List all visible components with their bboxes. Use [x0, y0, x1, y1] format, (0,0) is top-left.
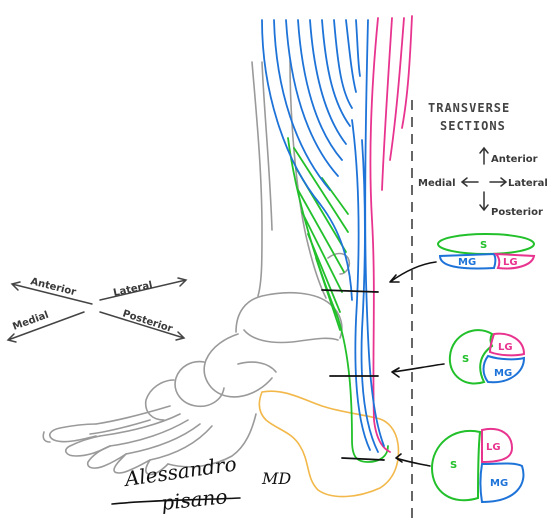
section-3-medial-gastrocnemius	[479, 462, 525, 504]
orientation-compass	[460, 146, 508, 212]
section-2-s-label: S	[462, 354, 469, 365]
signature-suffix: MD	[261, 469, 291, 488]
transverse-sections-panel: TRANSVERSE SECTIONS Anterior Medial Late…	[418, 101, 548, 218]
compass-anterior-label: Anterior	[491, 154, 538, 165]
transverse-section-3: S LG MG	[430, 428, 525, 504]
section-1-lateral-gastrocnemius	[493, 252, 536, 270]
pointer-arrows	[389, 261, 445, 467]
section-1-s-label: S	[480, 240, 487, 251]
section-3-mg-label: MG	[490, 478, 508, 489]
section-2-lg-label: LG	[498, 342, 513, 353]
section-3-s-label: S	[450, 460, 457, 471]
section-level-lines	[321, 289, 385, 461]
left-compass-lateral-label: Lateral	[112, 280, 153, 299]
left-compass-medial-label: Medial	[11, 310, 50, 333]
left-compass	[6, 277, 188, 343]
compass-posterior-label: Posterior	[491, 207, 543, 218]
panel-title-line1: TRANSVERSE	[428, 101, 510, 115]
section-3-lg-label: LG	[486, 442, 501, 453]
section-1-medial-gastrocnemius	[438, 252, 497, 270]
bone-outline	[42, 59, 351, 476]
section-2-medial-gastrocnemius	[482, 354, 526, 384]
transverse-section-1: S MG LG	[437, 233, 536, 270]
calcaneus	[258, 390, 400, 498]
muscle-fibers	[261, 15, 413, 463]
section-3-lateral-gastrocnemius	[481, 428, 514, 464]
section-1-mg-label: MG	[458, 257, 476, 268]
signature: Alessandro pisano MD	[111, 452, 291, 515]
section-2-soleus	[448, 329, 494, 385]
panel-title-line2: SECTIONS	[440, 119, 506, 133]
section-1-lg-label: LG	[503, 257, 518, 268]
section-2-lateral-gastrocnemius	[488, 332, 526, 357]
section-2-mg-label: MG	[494, 368, 512, 379]
section-3-soleus	[430, 429, 482, 502]
transverse-section-2: S LG MG	[448, 329, 526, 385]
compass-lateral-label: Lateral	[508, 178, 548, 189]
compass-medial-label: Medial	[418, 178, 456, 189]
signature-underline	[111, 497, 241, 505]
